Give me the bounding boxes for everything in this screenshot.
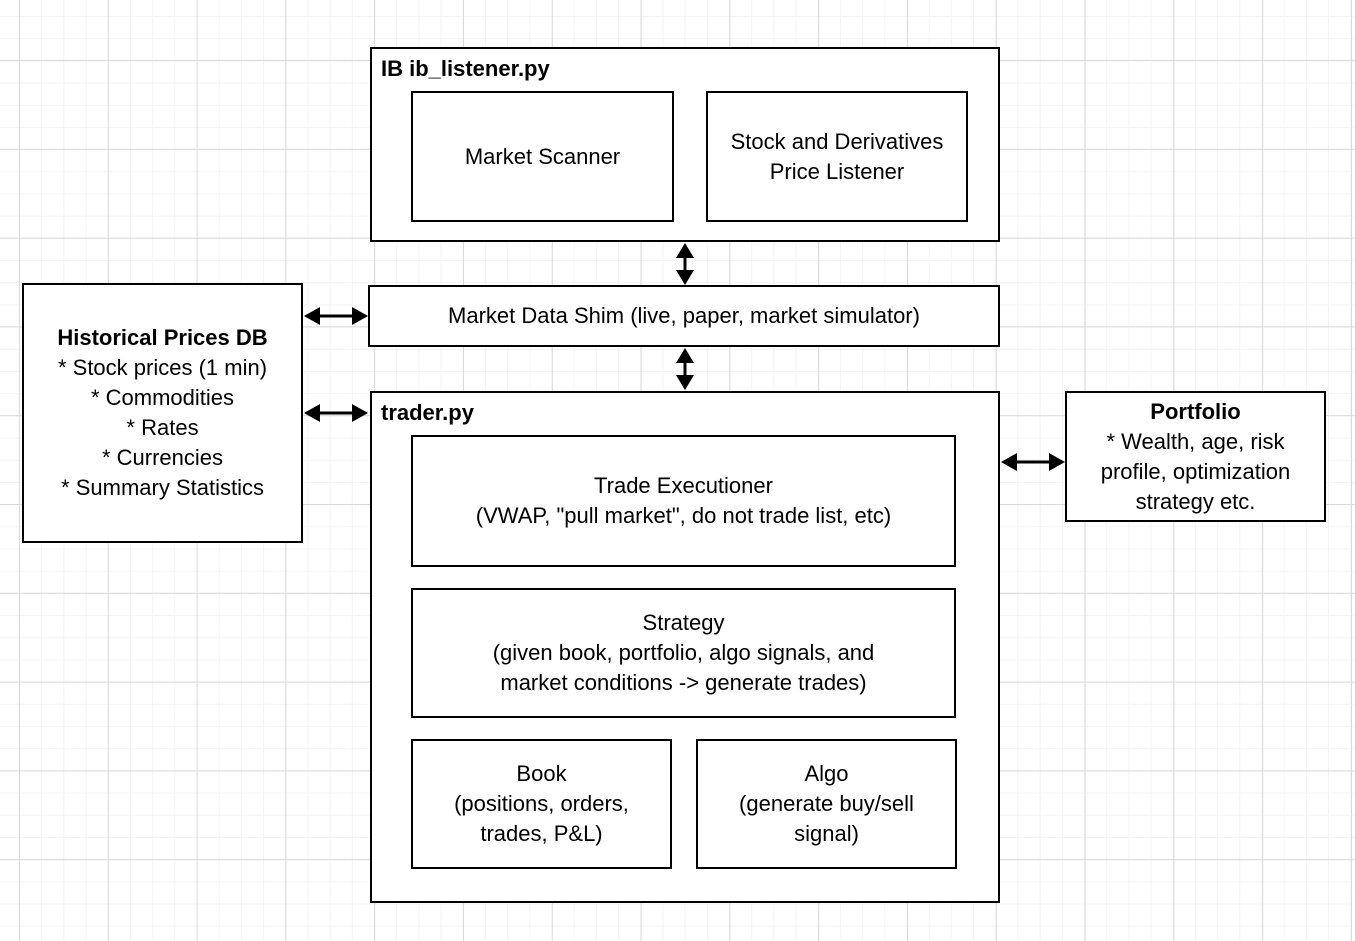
book-line: trades, P&L) [480,821,603,846]
book-line: (positions, orders, [454,791,629,816]
trade-executioner-line: Trade Executioner [594,473,773,498]
ib-group-title: IB ib_listener.py [381,56,550,81]
arrowhead-left [304,404,320,422]
strategy-line: (given book, portfolio, algo signals, an… [492,640,875,665]
shape-price-listener[interactable]: Stock and Derivatives Price Listener [706,91,968,222]
shape-historical-prices-db[interactable]: Historical Prices DB * Stock prices (1 m… [22,283,303,543]
portfolio-title: Portfolio [1150,398,1241,424]
historical-db-item: * Rates [126,415,199,440]
historical-db-item: * Stock prices (1 min) [57,355,268,380]
double-arrow-shim-to-trader-icon[interactable] [672,348,698,390]
shape-trade-executioner[interactable]: Trade Executioner (VWAP, "pull market", … [411,435,956,567]
historical-db-item: * Summary Statistics [61,475,264,500]
double-arrow-histdb-to-trader-icon[interactable] [304,400,368,426]
algo-line: signal) [794,821,859,846]
double-arrow-ib-to-shim-icon[interactable] [672,243,698,285]
trader-group-title: trader.py [381,400,474,425]
shape-book[interactable]: Book (positions, orders, trades, P&L) [411,739,672,869]
double-arrow-trader-to-portfolio-icon[interactable] [1001,449,1065,475]
shape-market-scanner[interactable]: Market Scanner [411,91,674,222]
trade-executioner-line: (VWAP, "pull market", do not trade list,… [475,503,892,528]
shape-algo[interactable]: Algo (generate buy/sell signal) [696,739,957,869]
arrowhead-right [1049,453,1065,471]
historical-db-item: * Commodities [90,385,235,410]
arrowhead-right [352,307,368,325]
portfolio-line: * Wealth, age, risk [1106,428,1285,454]
shape-market-data-shim[interactable]: Market Data Shim (live, paper, market si… [368,285,1000,347]
arrowhead-up [676,243,694,258]
shape-portfolio[interactable]: Portfolio * Wealth, age, risk profile, o… [1065,391,1326,522]
shape-strategy[interactable]: Strategy (given book, portfolio, algo si… [411,588,956,718]
historical-db-item: * Currencies [101,445,224,470]
price-listener-line: Price Listener [769,158,905,184]
arrowhead-left [304,307,320,325]
market-scanner-label: Market Scanner [464,143,621,169]
arrowhead-right [352,404,368,422]
shape-ib-listener-group[interactable]: IB ib_listener.py Market Scanner Stock a… [370,47,1000,242]
price-listener-line: Stock and Derivatives [730,128,944,154]
shape-trader-group[interactable]: trader.py Trade Executioner (VWAP, "pull… [370,391,1000,903]
arrowhead-left [1001,453,1017,471]
portfolio-line: strategy etc. [1135,488,1256,514]
double-arrow-histdb-to-shim-icon[interactable] [304,303,368,329]
book-line: Book [516,761,567,786]
portfolio-line: profile, optimization [1100,458,1291,484]
arrowhead-up [676,348,694,363]
strategy-line: market conditions -> generate trades) [500,670,867,695]
strategy-line: Strategy [642,610,725,635]
arrowhead-down [676,270,694,285]
algo-line: Algo [804,761,849,786]
algo-line: (generate buy/sell [739,791,914,816]
market-data-shim-label: Market Data Shim (live, paper, market si… [448,303,920,328]
arrowhead-down [676,375,694,390]
historical-db-title: Historical Prices DB [57,325,268,350]
